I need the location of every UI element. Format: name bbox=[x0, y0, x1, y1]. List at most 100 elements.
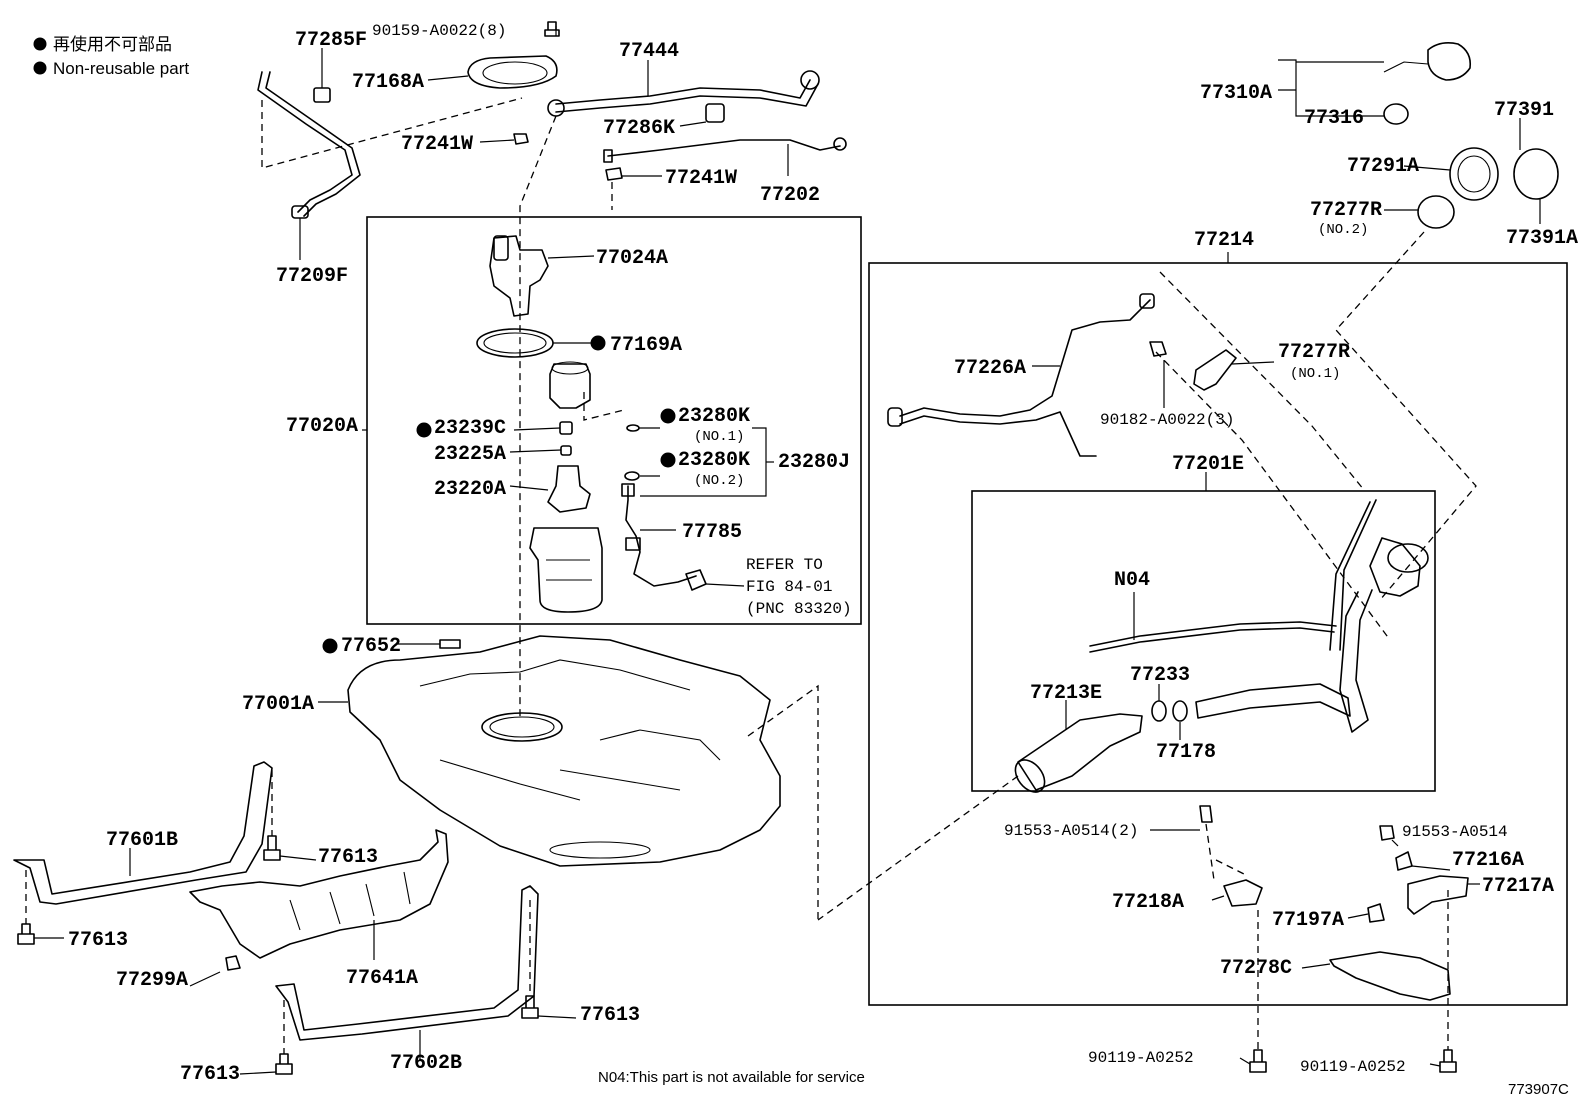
filler-breather-line-outline bbox=[1329, 501, 1371, 651]
label-77444: 77444 bbox=[619, 40, 679, 63]
filler-pipe-lower-part bbox=[1195, 683, 1351, 719]
clamp-77277r-no1-part bbox=[1193, 349, 1237, 391]
label-77214: 77214 bbox=[1194, 229, 1254, 252]
label-23280k-no2-sub: (NO.2) bbox=[694, 473, 744, 489]
fuel-tube-77202-part bbox=[607, 139, 841, 157]
label-77613-c: 77613 bbox=[580, 1004, 640, 1027]
label-23280k-no1-sub: (NO.1) bbox=[694, 429, 744, 445]
label-77241w-b: 77241W bbox=[665, 167, 737, 190]
label-77020a: 77020A bbox=[286, 415, 358, 438]
label-77316: 77316 bbox=[1304, 107, 1364, 130]
label-91553: 91553-A0514 bbox=[1402, 823, 1508, 841]
label-77277r-no1-sub: (NO.1) bbox=[1290, 366, 1340, 382]
label-77277r-no2: 77277R bbox=[1310, 199, 1382, 222]
label-77391a: 77391A bbox=[1506, 227, 1578, 250]
fuel-tank-pump-opening-inner bbox=[489, 716, 555, 738]
fuel-pump-assembly-box bbox=[366, 216, 862, 625]
bolt-77613-icon bbox=[263, 835, 281, 861]
vent-tube-clip bbox=[291, 205, 309, 219]
fuel-cap-tether bbox=[1383, 61, 1429, 73]
tube-connector-icon bbox=[547, 99, 565, 117]
label-77241w-a: 77241W bbox=[401, 133, 473, 156]
gasket-77316-part bbox=[1383, 103, 1409, 125]
label-77178: 77178 bbox=[1156, 741, 1216, 764]
label-23280k-no1: 23280K bbox=[678, 405, 750, 428]
clip-77241w-part bbox=[605, 167, 623, 181]
fuel-pump-23220a-part bbox=[547, 465, 591, 513]
label-77213e: 77213E bbox=[1030, 682, 1102, 705]
label-77652: 77652 bbox=[341, 635, 401, 658]
pump-center-guide-line bbox=[519, 115, 557, 720]
wire-connector-part bbox=[621, 483, 635, 497]
wire-connector-part bbox=[625, 537, 641, 551]
tube-connector-icon bbox=[800, 70, 820, 90]
bolt-90159-part bbox=[544, 21, 560, 37]
tube-connector-icon bbox=[833, 137, 847, 151]
tube-n04-outline bbox=[1089, 627, 1335, 653]
gasket-77178-part bbox=[1172, 700, 1188, 722]
figure-id: 773907C bbox=[1508, 1081, 1569, 1098]
label-77613-d: 77613 bbox=[180, 1063, 240, 1086]
clip-77241w-part bbox=[513, 133, 529, 145]
non-reusable-marker-icon bbox=[416, 422, 432, 438]
ring-77391-part bbox=[1513, 148, 1559, 200]
wire-connector-part bbox=[685, 569, 707, 591]
bolt-91553-icon bbox=[1379, 825, 1395, 841]
protector-77641a-part bbox=[189, 829, 449, 959]
housing-77277r-no2-part bbox=[1417, 195, 1455, 229]
part-23239c bbox=[559, 421, 573, 435]
leader-lines bbox=[34, 26, 1541, 1075]
bolt-77613-icon bbox=[275, 1053, 293, 1075]
label-77601b: 77601B bbox=[106, 829, 178, 852]
filler-neck-opening bbox=[1387, 543, 1429, 573]
label-77285f: 77285F bbox=[295, 29, 367, 52]
label-77169a: 77169A bbox=[610, 334, 682, 357]
fuel-tube-77444-part bbox=[555, 79, 811, 105]
non-reusable-marker-icon bbox=[590, 335, 606, 351]
label-77278c: 77278C bbox=[1220, 957, 1292, 980]
label-23220a: 23220A bbox=[434, 478, 506, 501]
bolt-90182-icon bbox=[1149, 341, 1167, 357]
fuel-tube-77444-outline bbox=[555, 83, 819, 113]
label-77217a: 77217A bbox=[1482, 875, 1554, 898]
breather-tube-77226a-outline bbox=[899, 411, 1097, 457]
tube-end-part bbox=[603, 149, 613, 163]
legend-bullet-icon bbox=[33, 61, 47, 75]
fuel-cap-77310a-part bbox=[1427, 42, 1472, 81]
hose-77213e-part bbox=[1017, 713, 1143, 791]
label-90159: 90159-A0022(8) bbox=[372, 22, 506, 40]
bolt-91553-icon bbox=[1199, 805, 1213, 823]
label-77291a: 77291A bbox=[1347, 155, 1419, 178]
hose-77213e-end bbox=[1014, 759, 1046, 793]
label-77652-part bbox=[439, 639, 461, 649]
label-90119-b: 90119-A0252 bbox=[1300, 1058, 1406, 1076]
bolt-77613-icon bbox=[521, 995, 539, 1019]
bracket-77217a-part bbox=[1407, 875, 1469, 915]
label-77202: 77202 bbox=[760, 184, 820, 207]
label-23280k-no2: 23280K bbox=[678, 449, 750, 472]
gasket-77233-part bbox=[1151, 700, 1167, 722]
label-77391: 77391 bbox=[1494, 99, 1554, 122]
part-23225a bbox=[560, 445, 572, 456]
part-77216a bbox=[1395, 851, 1413, 871]
label-77286k: 77286K bbox=[603, 117, 675, 140]
label-23225a: 23225A bbox=[434, 443, 506, 466]
label-77277r-no2-sub: (NO.2) bbox=[1318, 222, 1368, 238]
clip-77285f-part bbox=[313, 87, 331, 103]
label-77197a: 77197A bbox=[1272, 909, 1344, 932]
tank-strap-77602b-part bbox=[275, 885, 539, 1041]
wire-harness-77785-part bbox=[625, 485, 697, 587]
label-77168a: 77168A bbox=[352, 71, 424, 94]
guide-line bbox=[747, 684, 819, 920]
label-91553-2: 91553-A0514(2) bbox=[1004, 822, 1138, 840]
legend: 再使用不可部品 Non-reusable part bbox=[33, 34, 189, 78]
refer-note-line-2: FIG 84-01 bbox=[746, 578, 832, 596]
label-77613-b: 77613 bbox=[68, 929, 128, 952]
fuel-filter-part bbox=[549, 363, 591, 409]
legend-line-en: Non-reusable part bbox=[53, 59, 189, 78]
breather-tube-end bbox=[1139, 293, 1155, 309]
label-77310a: 77310A bbox=[1200, 82, 1272, 105]
protector-ribs bbox=[289, 871, 411, 931]
fuel-tank-contour-lines bbox=[419, 659, 721, 801]
breather-tube-77226a-part bbox=[899, 299, 1151, 417]
